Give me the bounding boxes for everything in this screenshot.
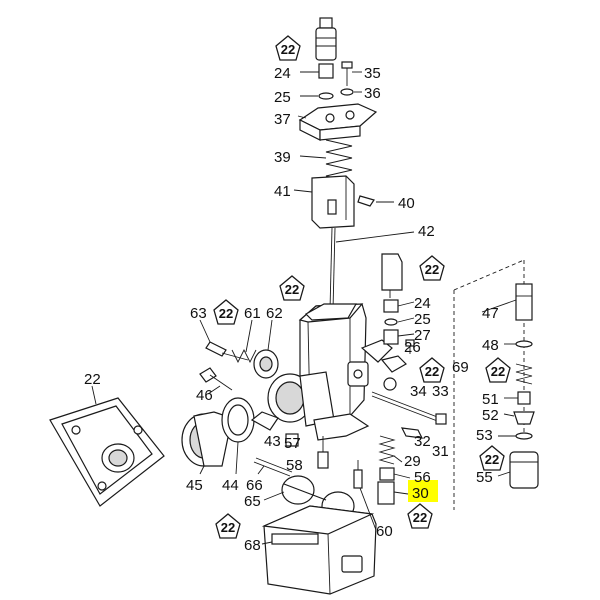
- jet-needle-22-right: [381, 253, 403, 298]
- jet-56: [379, 467, 395, 481]
- screw-63: [199, 319, 249, 361]
- pilot-screw-33: [371, 391, 447, 425]
- label-33: 33: [432, 383, 449, 400]
- pentagon-badge: 22: [407, 503, 433, 529]
- label-22: 22: [84, 371, 101, 388]
- label-60: 60: [376, 523, 393, 540]
- intake-gasket-44: [221, 397, 255, 443]
- throttle-slide-41: [293, 175, 355, 229]
- label-57: 57: [284, 435, 301, 452]
- washer-25-top: [300, 92, 334, 100]
- label-32: 32: [414, 433, 431, 450]
- screw-35: [341, 61, 362, 86]
- pentagon-badge: 22: [419, 357, 445, 383]
- washer-36: [340, 88, 362, 96]
- jet-27: [383, 329, 399, 345]
- clamp-43: [250, 411, 279, 431]
- pentagon-badge: 22: [279, 275, 305, 301]
- label-27: 27: [414, 327, 431, 344]
- pin-66: [253, 457, 293, 477]
- gasket-set-22-inset: [49, 385, 165, 507]
- pentagon-badge: 22: [275, 35, 301, 61]
- svg-text:22: 22: [221, 520, 235, 535]
- label-30: 30: [412, 485, 429, 502]
- pentagon-badge: 22: [485, 357, 511, 383]
- valve-60: [353, 460, 363, 489]
- spring-39: [299, 139, 353, 183]
- label-56: 56: [414, 469, 431, 486]
- pentagon-badge: 22: [213, 299, 239, 325]
- needle-42: [329, 227, 415, 311]
- pentagon-badge: 22: [419, 255, 445, 281]
- highlight-30: [408, 480, 438, 502]
- label-37: 37: [274, 111, 291, 128]
- spring-61: [231, 319, 257, 364]
- svg-text:22: 22: [425, 364, 439, 379]
- label-25: 25: [274, 89, 291, 106]
- label-26: 26: [404, 339, 421, 356]
- fitting-32: [400, 427, 424, 439]
- jet-57: [285, 433, 299, 447]
- label-31: 31: [432, 443, 449, 460]
- label-63: 63: [190, 305, 207, 322]
- cable-adjuster: [315, 17, 337, 61]
- needle-clip-40: [357, 195, 394, 207]
- label-43: 43: [264, 433, 281, 450]
- label-35: 35: [364, 65, 381, 82]
- label-66: 66: [246, 477, 263, 494]
- label-48: 48: [482, 337, 499, 354]
- svg-text:22: 22: [485, 452, 499, 467]
- label-61: 61: [244, 305, 261, 322]
- label-69: 69: [452, 359, 469, 376]
- svg-text:22: 22: [285, 282, 299, 297]
- label-51: 51: [482, 391, 499, 408]
- label-41: 41: [274, 183, 291, 200]
- label-44: 44: [222, 477, 239, 494]
- top-cover-37: [297, 103, 378, 141]
- label-45: 45: [186, 477, 203, 494]
- screw-26: [405, 339, 415, 354]
- label-24: 24: [274, 65, 291, 82]
- label-68: 68: [244, 537, 261, 554]
- screw-46: [199, 367, 233, 391]
- pentagon-badge: 22: [215, 513, 241, 539]
- carburetor-body: [267, 303, 393, 441]
- label-42: 42: [418, 223, 435, 240]
- svg-text:22: 22: [425, 262, 439, 277]
- label-53: 53: [476, 427, 493, 444]
- label-52: 52: [482, 407, 499, 424]
- svg-text:22: 22: [219, 306, 233, 321]
- label-47: 47: [482, 305, 499, 322]
- label-40: 40: [398, 195, 415, 212]
- jet-30: [377, 481, 395, 505]
- leader-lines: [199, 299, 518, 545]
- washer-25-right: [384, 318, 398, 326]
- nut-24-top: [300, 63, 334, 79]
- label-29: 29: [404, 453, 421, 470]
- choke-assembly: [453, 259, 539, 510]
- float-bowl-68: [261, 505, 377, 595]
- label-46: 46: [196, 387, 213, 404]
- nut-24-right: [383, 299, 399, 313]
- svg-text:22: 22: [491, 364, 505, 379]
- label-62: 62: [266, 305, 283, 322]
- label-39: 39: [274, 149, 291, 166]
- svg-text:22: 22: [413, 510, 427, 525]
- gear-62: [253, 319, 279, 379]
- pentagon-badge: 22: [479, 445, 505, 471]
- label-36: 36: [364, 85, 381, 102]
- jet-58: [317, 436, 329, 469]
- label-25: 25: [414, 311, 431, 328]
- svg-text:22: 22: [281, 42, 295, 57]
- label-65: 65: [244, 493, 261, 510]
- label-55: 55: [476, 469, 493, 486]
- label-58: 58: [286, 457, 303, 474]
- spring-29: [378, 435, 396, 465]
- label-34: 34: [410, 383, 427, 400]
- label-24: 24: [414, 295, 431, 312]
- pilot-assembly-34: [380, 355, 407, 391]
